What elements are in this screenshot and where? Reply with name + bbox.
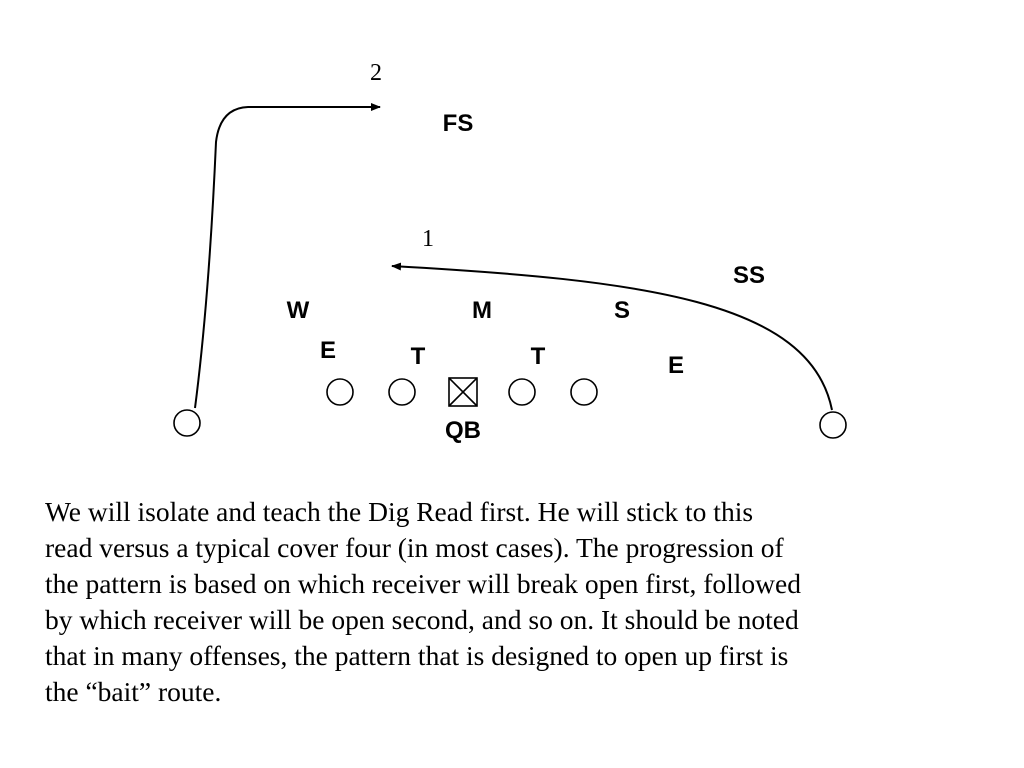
route-1-arrow: [391, 262, 833, 411]
offensive-lineman-left-guard: [388, 378, 416, 406]
route-2-arrow: [194, 103, 381, 409]
defender-sam: S: [614, 297, 630, 324]
read-number-2: 2: [370, 60, 382, 86]
caption-paragraph: We will isolate and teach the Dig Read f…: [45, 494, 1005, 710]
receiver-right: [819, 411, 847, 439]
caption-line: by which receiver will be open second, a…: [45, 604, 799, 635]
defender-strong-safety: SS: [733, 262, 765, 289]
quarterback-label: QB: [445, 417, 481, 444]
play-diagram: 2 1 FS SS W M S E T T E QB: [173, 60, 847, 444]
caption-line: the “bait” route.: [45, 676, 222, 707]
defender-right-tackle: T: [531, 343, 546, 370]
defender-mike: M: [472, 297, 492, 324]
defender-free-safety: FS: [443, 110, 474, 137]
offensive-lineman-right-tackle: [570, 378, 598, 406]
receiver-left: [173, 409, 201, 437]
read-number-1: 1: [422, 226, 434, 252]
defender-left-end: E: [320, 337, 336, 364]
defender-right-end: E: [668, 352, 684, 379]
defender-left-tackle: T: [411, 343, 426, 370]
offensive-lineman-left-tackle: [326, 378, 354, 406]
defender-will: W: [287, 297, 310, 324]
offensive-lineman-right-guard: [508, 378, 536, 406]
caption-line: that in many offenses, the pattern that …: [45, 640, 789, 671]
center-symbol: [448, 377, 478, 407]
caption-line: the pattern is based on which receiver w…: [45, 568, 801, 599]
caption-line: We will isolate and teach the Dig Read f…: [45, 496, 754, 527]
caption-line: read versus a typical cover four (in mos…: [45, 532, 784, 563]
